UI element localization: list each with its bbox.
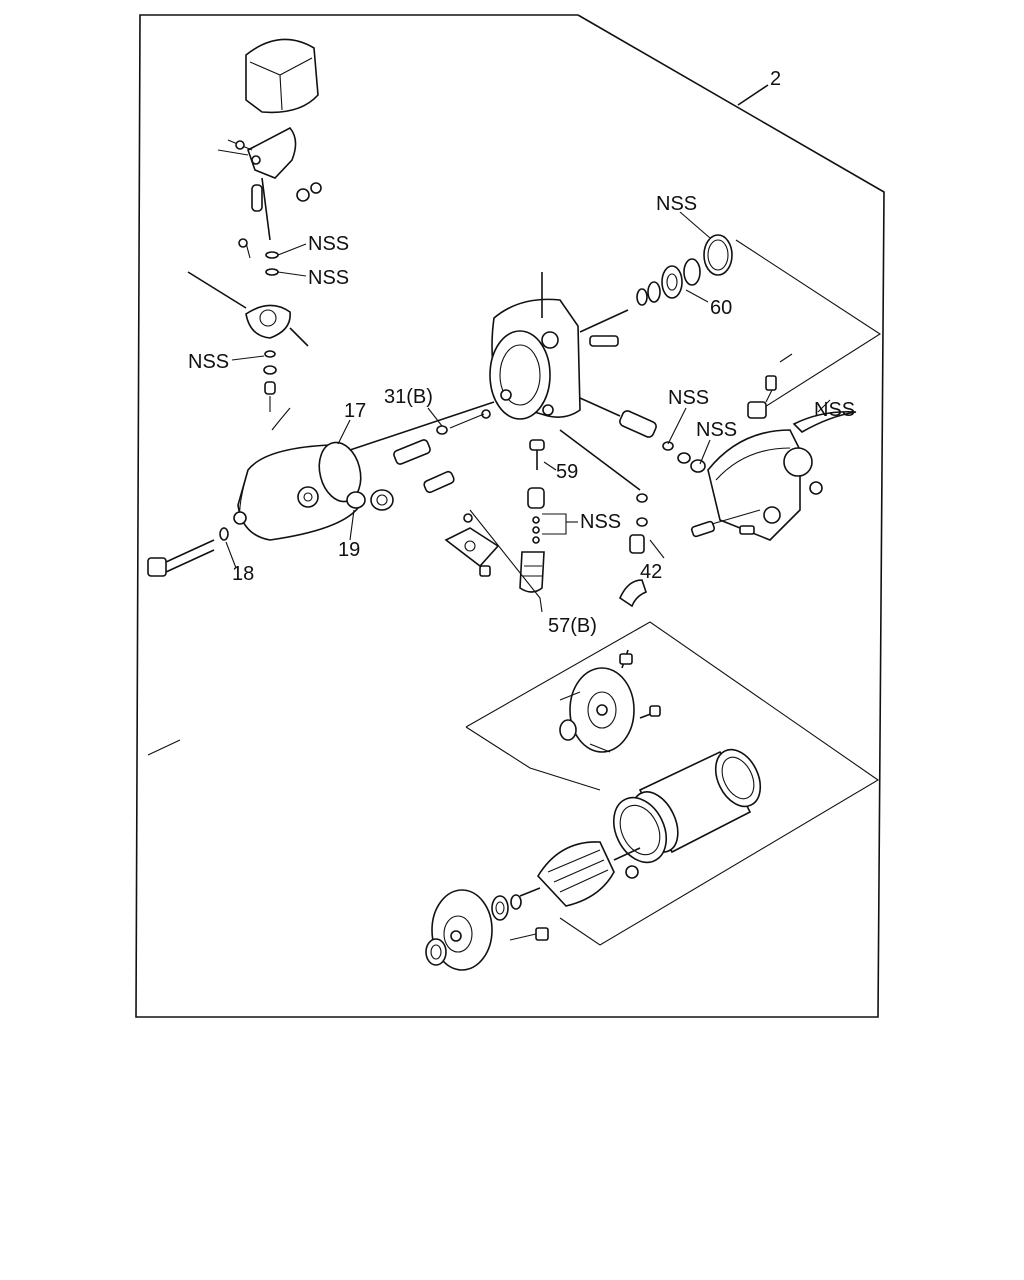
solenoid-plate-part <box>792 410 857 433</box>
lever-cover-part <box>245 38 319 114</box>
washer-19-part <box>346 489 394 511</box>
part-60-leader <box>685 289 709 303</box>
motor-group-outline-right <box>465 621 880 946</box>
callout-nss-lever-left: NSS <box>188 351 229 373</box>
seal-group-bracket <box>735 239 882 411</box>
part-17-leader <box>337 419 351 445</box>
callout-nss-solenoid-plate: NSS <box>814 399 855 421</box>
nss-solenoid-leader <box>699 439 711 465</box>
nss-washer-lower-leader <box>277 271 307 277</box>
drive-housing-part <box>489 272 581 420</box>
callout-part-19: 19 <box>338 539 360 561</box>
through-bolt-18-part <box>147 527 229 577</box>
callout-nss-washer-lower: NSS <box>308 267 349 289</box>
solenoid-bolts <box>690 509 761 538</box>
lever-washers <box>238 238 279 276</box>
assembly-leader <box>737 84 769 106</box>
front-housing-part <box>425 889 549 971</box>
terminal-42-part <box>559 429 648 554</box>
housing-shaft <box>579 309 629 333</box>
yoke-axis-line <box>349 401 495 451</box>
solenoid-contact-part <box>579 397 706 473</box>
callout-part-59: 59 <box>556 461 578 483</box>
callout-part-60: 60 <box>710 297 732 319</box>
rear-cover-outline <box>465 726 601 791</box>
nss-lever-left-leader <box>231 355 265 361</box>
bolt-right-small <box>589 335 619 347</box>
callout-nss-seal-top: NSS <box>656 193 697 215</box>
gasket-plate-part <box>444 513 500 577</box>
nss-spring-bracket <box>542 513 567 535</box>
yoke-part <box>233 441 362 541</box>
part-59-leader <box>543 461 557 471</box>
callout-part-18: 18 <box>232 563 254 585</box>
magnetic-switch-part <box>707 353 823 541</box>
callout-part-42: 42 <box>640 561 662 583</box>
elbow-fitting-part <box>618 579 647 608</box>
plunger-57b-part <box>519 551 545 593</box>
callout-nss-bearing-right: NSS <box>668 387 709 409</box>
callout-nss-solenoid: NSS <box>696 419 737 441</box>
spring-part <box>527 487 545 544</box>
shift-lever-part <box>187 271 309 431</box>
center-bearing-part <box>491 894 522 921</box>
part-42-leader <box>649 539 665 559</box>
bearing-60-part <box>636 258 701 306</box>
callout-part-31b: 31(B) <box>384 386 433 408</box>
callout-part-17: 17 <box>344 400 366 422</box>
part-18-leader <box>225 541 237 569</box>
nss-bearing-right-leader <box>667 407 687 445</box>
nss-seal-top-leader <box>679 211 711 239</box>
end-frame-part <box>559 649 661 753</box>
part-31b-leader <box>427 407 443 427</box>
part-57b-bracket <box>469 509 543 613</box>
callout-part-57b: 57(B) <box>548 615 597 637</box>
callout-nss-spring: NSS <box>580 511 621 533</box>
nss-solenoid-plate-leader <box>817 399 831 413</box>
bolt-31b-part <box>393 409 491 494</box>
armature-part <box>519 841 641 907</box>
seal-ring-part <box>703 234 733 276</box>
lever-bracket-part <box>217 126 322 241</box>
nss-washer-upper-leader <box>277 243 307 256</box>
bolt-59-part <box>529 439 545 470</box>
motor-group-outline <box>147 739 181 756</box>
assembly-outline <box>135 14 885 1018</box>
callout-assembly-2: 2 <box>770 68 781 90</box>
callout-nss-washer-upper: NSS <box>308 233 349 255</box>
part-19-leader <box>349 509 355 541</box>
brush-holder-part <box>612 796 668 864</box>
